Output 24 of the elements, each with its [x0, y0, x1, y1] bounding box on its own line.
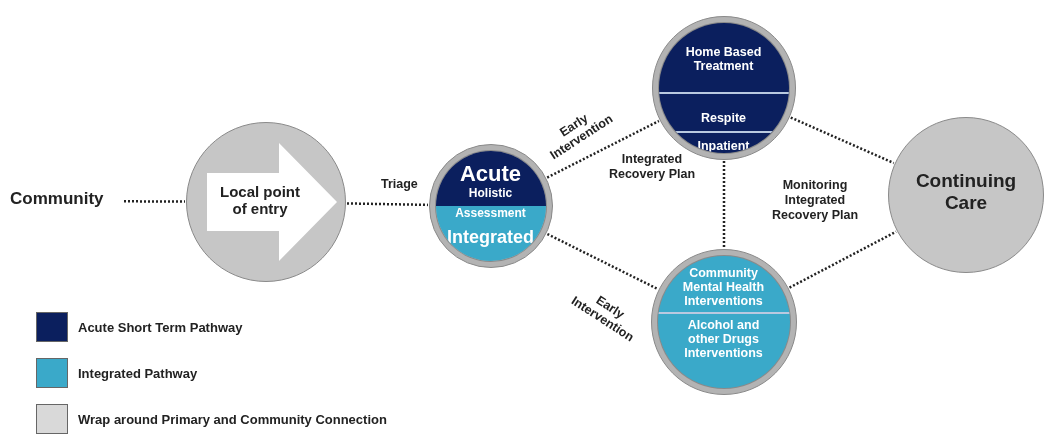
dotted-connector [788, 230, 897, 289]
dotted-connector [790, 116, 895, 165]
node-label: Local point of entry [219, 183, 301, 218]
node-label: Integrated [446, 226, 535, 248]
dotted-connector [546, 232, 659, 291]
dotted-connector [722, 161, 726, 248]
node-label: Inpatient [696, 138, 751, 153]
node-label: Continuing Care [914, 170, 1018, 214]
dotted-connector [346, 202, 429, 207]
node-label: Acute [458, 160, 523, 186]
legend-label: Integrated Pathway [78, 365, 198, 381]
node-label: Respite [699, 110, 748, 125]
node-label: Community Mental Health Interventions [681, 265, 766, 309]
node-label: Community [10, 189, 118, 209]
dotted-connector [546, 119, 660, 179]
node-label: Alcohol and other Drugs Interventions [683, 317, 764, 361]
node-label: Home Based Treatment [684, 44, 763, 74]
node-label: Holistic [467, 186, 514, 201]
legend-label: Acute Short Term Pathway [78, 319, 243, 335]
dotted-connector [124, 200, 185, 203]
edge-label: Triage [380, 178, 419, 192]
annotation-text: Monitoring Integrated Recovery Plan [770, 178, 860, 223]
node-label: Assessment [454, 206, 527, 221]
legend-label: Wrap around Primary and Community Connection [78, 411, 387, 427]
